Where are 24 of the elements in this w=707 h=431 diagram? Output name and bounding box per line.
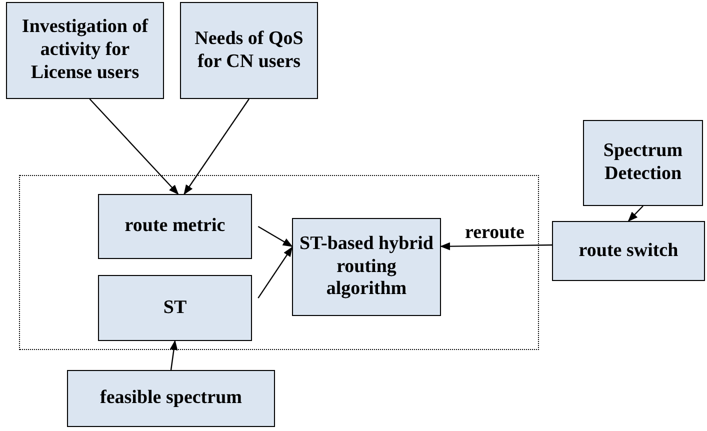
arrow: [258, 226, 293, 247]
box-label: ST-based hybrid routing algorithm: [298, 232, 434, 302]
process-box: [552, 221, 705, 281]
dotted-group-frame: [19, 175, 539, 350]
box-label: route switch: [578, 240, 680, 262]
box-label: Needs of QoS for CN users: [194, 28, 304, 74]
arrow: [440, 242, 552, 250]
process-box: [292, 218, 441, 316]
arrow: [184, 98, 250, 195]
arrow: [258, 246, 293, 298]
box-label: Investigation of activity for License users: [20, 16, 150, 85]
process-box: [98, 194, 252, 259]
process-box: [98, 275, 252, 341]
arrow: [89, 98, 179, 195]
process-box: [67, 370, 275, 427]
box-label: route metric: [124, 215, 226, 238]
box-label: Spectrum Detection: [602, 140, 684, 186]
arrow: [170, 340, 178, 370]
process-box: [583, 120, 703, 206]
process-box: [180, 2, 318, 99]
box-label: ST: [162, 296, 188, 320]
arrow: [628, 206, 644, 222]
process-box: [6, 2, 164, 99]
box-label: feasible spectrum: [99, 387, 243, 410]
